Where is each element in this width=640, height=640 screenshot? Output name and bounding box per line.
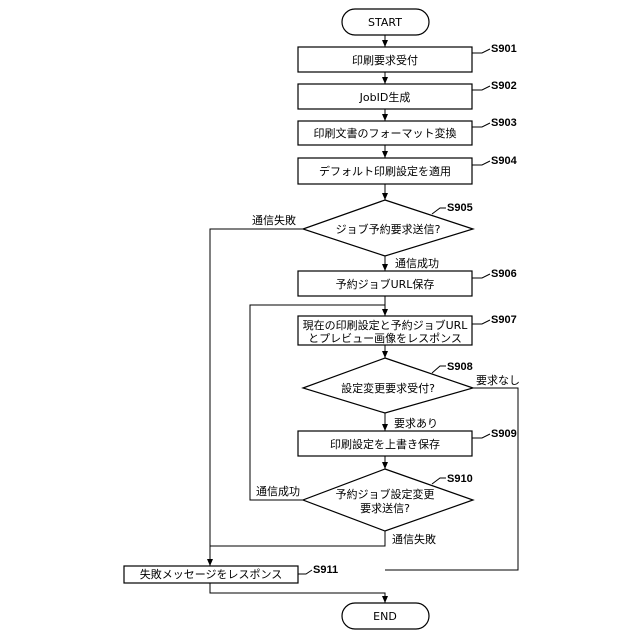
step-s906-text: 予約ジョブURL保存 <box>336 277 435 291</box>
branch-label-s905-success: 通信成功 <box>395 257 439 270</box>
step-s907-text-line2: とプレビュー画像をレスポンス <box>308 332 462 345</box>
decision-s910-id: S910 <box>447 473 473 485</box>
branch-label-s910-fail: 通信失敗 <box>392 532 436 546</box>
branch-label-s908-none: 要求なし <box>476 374 520 387</box>
step-s909-text: 印刷設定を上書き保存 <box>330 437 440 451</box>
step-s903-id: S903 <box>491 117 517 129</box>
decision-s908: 設定変更要求受付? S908 <box>303 358 473 413</box>
decision-s908-id: S908 <box>447 361 473 373</box>
step-s909-id: S909 <box>491 428 517 440</box>
step-s901-text: 印刷要求受付 <box>352 54 418 67</box>
branch-label-s910-success: 通信成功 <box>256 485 300 498</box>
step-s902: JobID生成 S902 <box>298 80 517 109</box>
decision-s908-text: 設定変更要求受付? <box>341 381 435 395</box>
step-s903-text: 印刷文書のフォーマット変換 <box>314 126 457 140</box>
step-s906-id: S906 <box>491 268 517 280</box>
step-s911: 失敗メッセージをレスポンス S911 <box>124 564 338 583</box>
step-s901: 印刷要求受付 S901 <box>298 43 517 72</box>
decision-s905-id: S905 <box>447 202 473 214</box>
step-s902-text: JobID生成 <box>359 90 411 104</box>
step-s911-id: S911 <box>313 564 338 576</box>
step-s911-text: 失敗メッセージをレスポンス <box>140 567 283 581</box>
step-s902-id: S902 <box>491 80 517 92</box>
decision-s910: 予約ジョブ設定変更 要求送信? S910 <box>303 469 473 531</box>
step-s906: 予約ジョブURL保存 S906 <box>298 268 517 296</box>
decision-s905-text: ジョブ予約要求送信? <box>336 222 441 236</box>
decision-s910-text-line1: 予約ジョブ設定変更 <box>336 487 435 501</box>
branch-label-s905-fail: 通信失敗 <box>252 213 296 227</box>
step-s903: 印刷文書のフォーマット変換 S903 <box>298 117 517 145</box>
branch-label-s908-yes: 要求あり <box>394 417 438 430</box>
step-s901-id: S901 <box>491 43 517 55</box>
decision-s910-text-line2: 要求送信? <box>360 501 410 515</box>
end-label: END <box>373 610 397 623</box>
step-s909: 印刷設定を上書き保存 S909 <box>298 428 517 456</box>
step-s904-id: S904 <box>491 155 518 167</box>
step-s907-text-line1: 現在の印刷設定と予約ジョブURL <box>303 318 469 332</box>
end-terminator: END <box>342 603 429 629</box>
step-s907-id: S907 <box>491 314 517 326</box>
step-s907: 現在の印刷設定と予約ジョブURL とプレビュー画像をレスポンス S907 <box>298 314 517 345</box>
start-label: START <box>368 16 402 29</box>
start-terminator: START <box>342 9 429 35</box>
step-s904-text: デフォルト印刷設定を適用 <box>319 164 451 178</box>
decision-s905: ジョブ予約要求送信? S905 <box>303 200 473 256</box>
step-s904: デフォルト印刷設定を適用 S904 <box>298 155 518 184</box>
